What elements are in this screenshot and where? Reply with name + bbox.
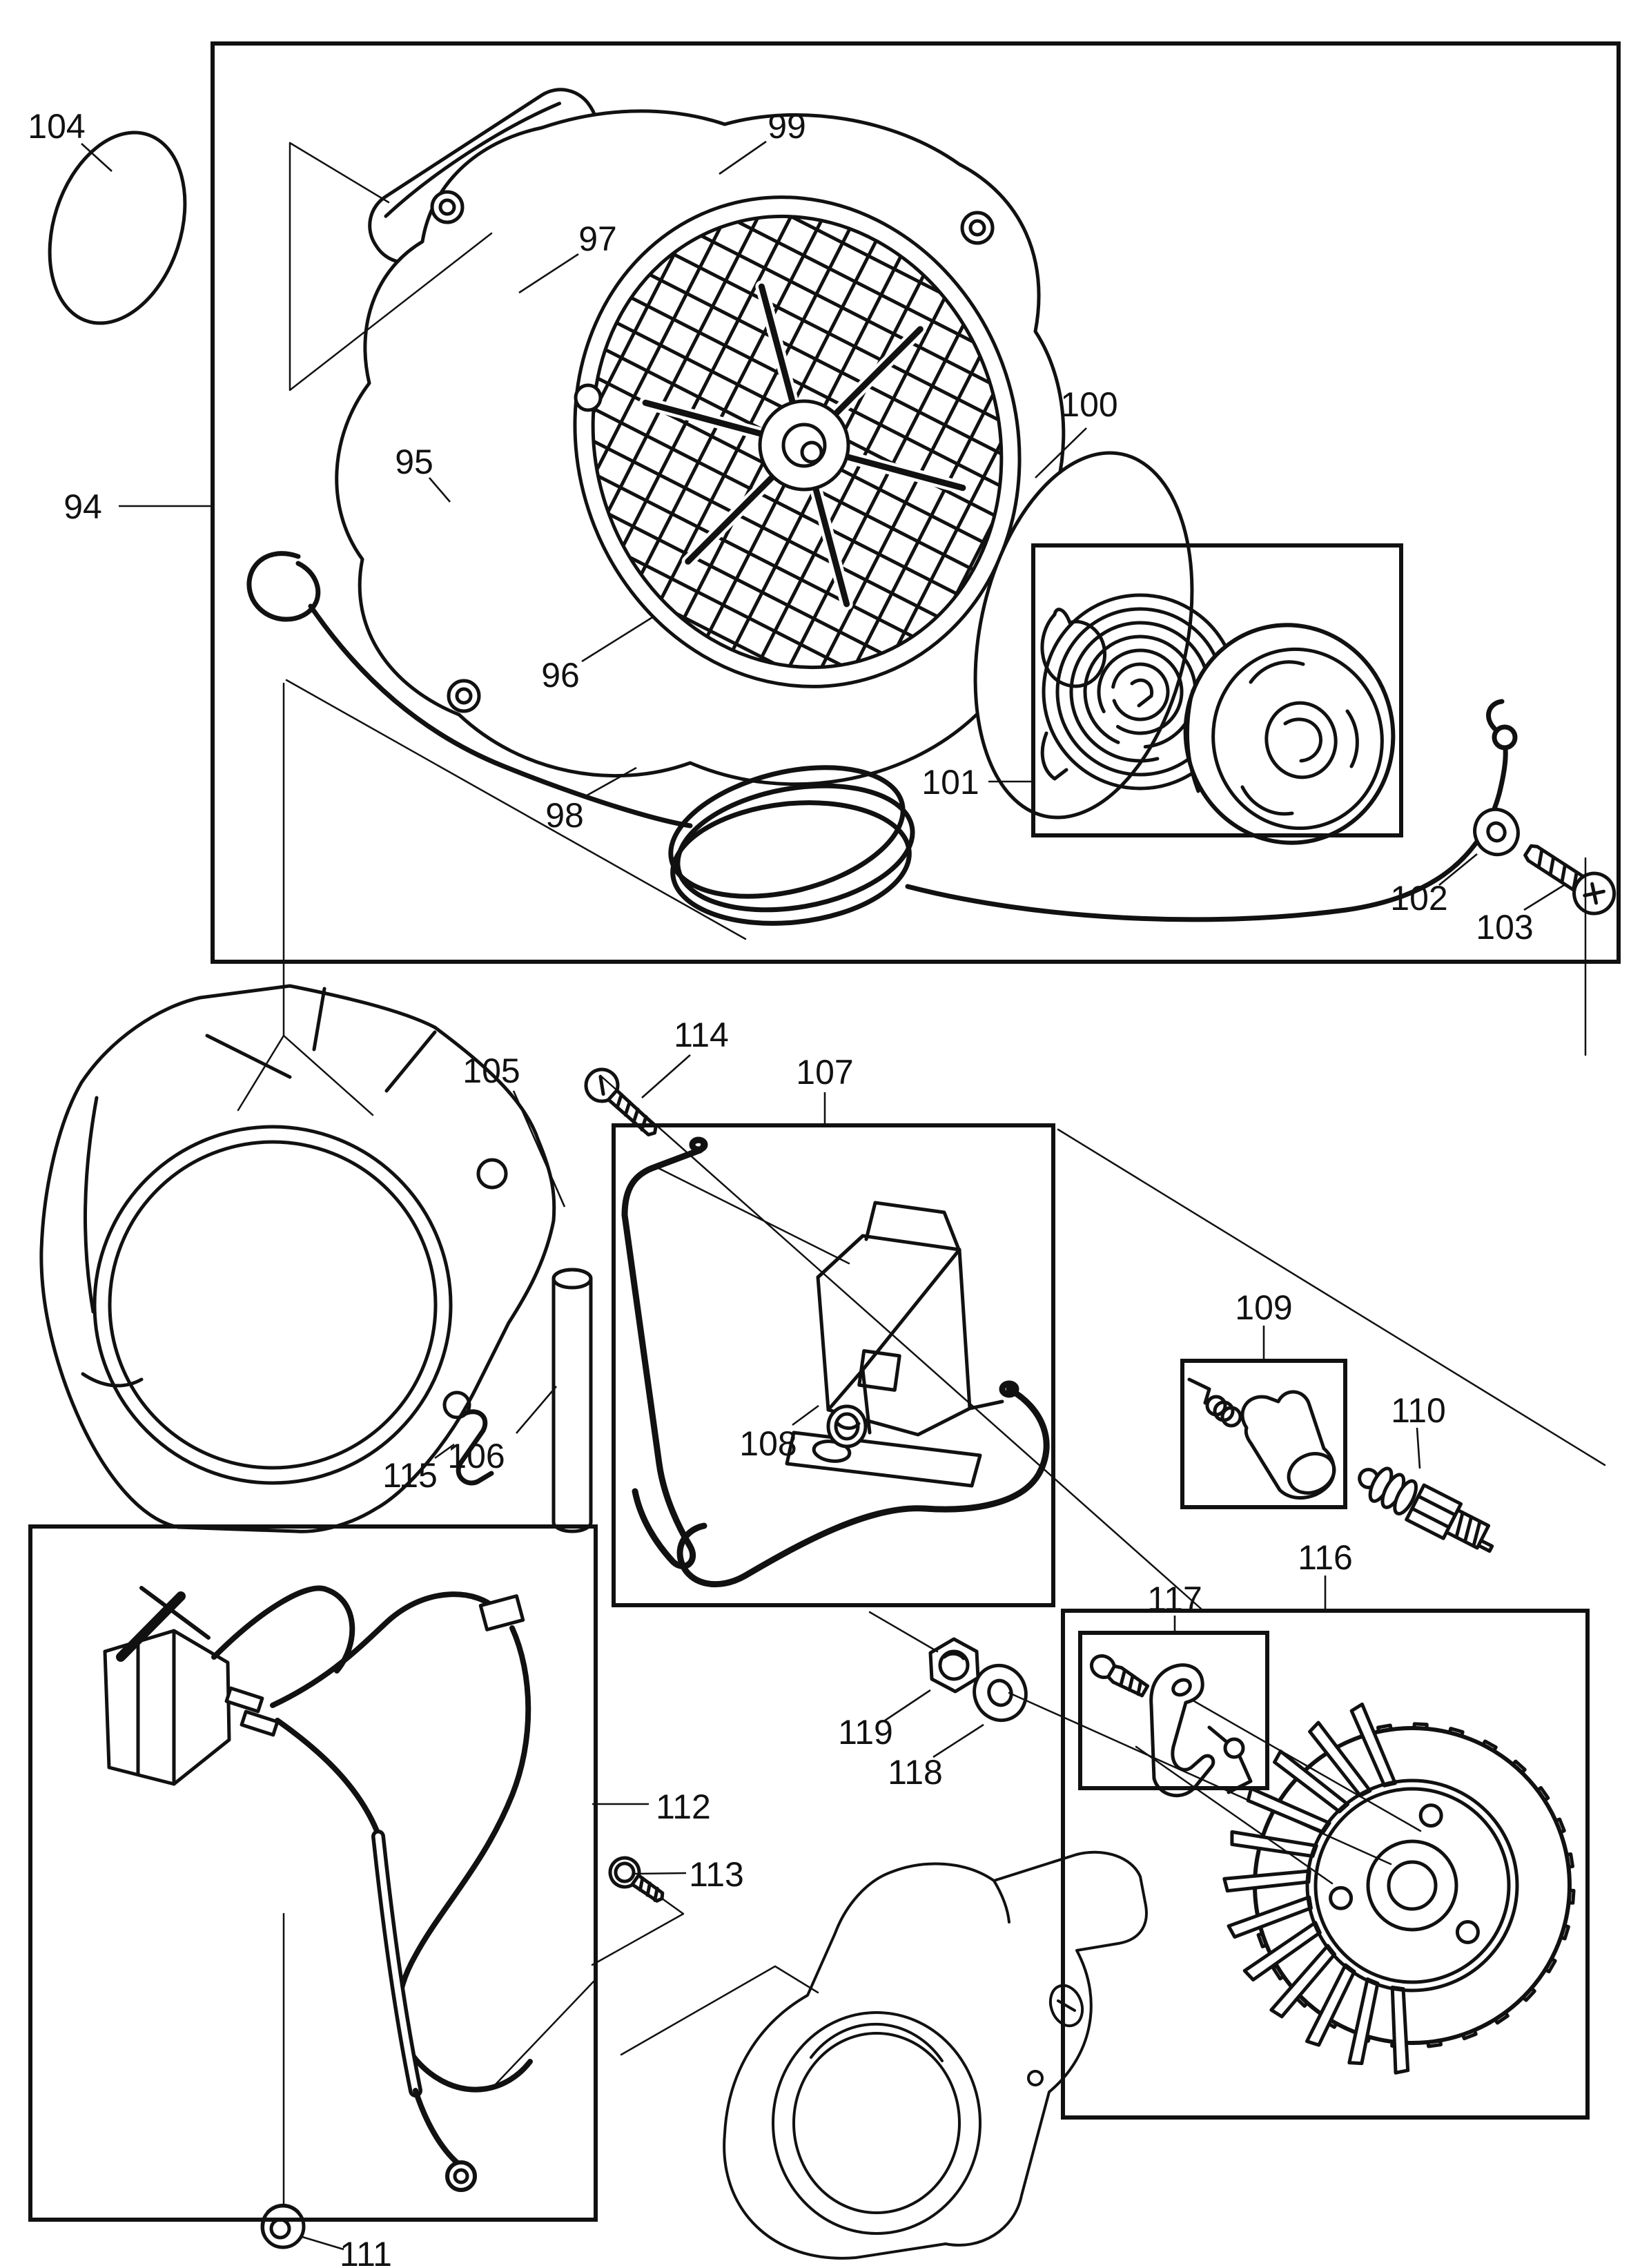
box-107-coil: [612, 1123, 1055, 1607]
leader-102: [1438, 853, 1478, 886]
part-label-100: 100: [1060, 385, 1117, 424]
part-106-pin: [551, 1268, 593, 1533]
leader-98: [583, 766, 637, 799]
part-105-fan-cover: [39, 984, 556, 1533]
part-118-washer: [973, 1663, 1028, 1723]
part-115-clip: [456, 1409, 494, 1486]
leader-99: [719, 140, 767, 175]
leader-103: [1523, 884, 1565, 911]
box-112-switch: [28, 1524, 598, 2222]
part-114-screw: [584, 1067, 658, 1137]
part-94-recoil-housing: [335, 109, 1066, 786]
callout-leader-lines: [81, 140, 1565, 2251]
part-label-99: 99: [768, 107, 806, 146]
part-label-113: 113: [689, 1855, 744, 1894]
part-104-oval-seal: [48, 130, 187, 325]
part-111-grommet: [260, 2203, 306, 2249]
part-103-screw: [1523, 844, 1617, 915]
part-110-spark-plug: [1358, 1466, 1494, 1553]
part-112-wires: [211, 1585, 533, 2192]
part-label-96: 96: [541, 656, 580, 695]
part-102-washer: [1473, 807, 1520, 857]
part-label-94: 94: [64, 487, 102, 526]
part-label-107: 107: [796, 1053, 853, 1092]
part-119-nut: [928, 1637, 980, 1694]
part-label-105: 105: [462, 1051, 520, 1090]
projection-lines: [237, 142, 1606, 2206]
part-label-111: 111: [340, 2235, 392, 2268]
leader-106: [516, 1386, 557, 1434]
box-109-cap: [1180, 1359, 1347, 1509]
part-label-117: 117: [1147, 1580, 1202, 1618]
part-label-119: 119: [838, 1713, 893, 1752]
part-label-106: 106: [447, 1437, 505, 1475]
crankcase-cover-reference: [723, 1850, 1148, 2260]
part-108-grommet: [826, 1404, 868, 1448]
leader-113: [634, 1872, 687, 1875]
part-label-116: 116: [1298, 1538, 1353, 1577]
callout-labels: 94 95 96 97 98 99 100 101 102 103 104 105 106 107 108 1…: [28, 107, 1533, 2268]
part-label-97: 97: [578, 220, 617, 258]
part-label-101: 101: [921, 763, 979, 802]
leader-108: [792, 1404, 819, 1426]
box-94-starter: [211, 41, 1621, 964]
part-98-starter-rope: [246, 551, 1518, 926]
leader-104: [81, 143, 113, 172]
leader-114: [641, 1054, 691, 1098]
part-101-rope-pulley: [1183, 623, 1396, 845]
part-107-ignition-coil: [785, 1201, 1004, 1488]
leader-100: [1035, 427, 1087, 478]
leader-97: [518, 253, 579, 294]
leader-96: [581, 615, 654, 663]
leader-111: [302, 2236, 344, 2251]
part-label-95: 95: [395, 443, 433, 481]
part-label-104: 104: [28, 107, 85, 146]
box-117-pawl: [1078, 1631, 1269, 1790]
leader-95: [429, 477, 451, 503]
leader-110: [1416, 1427, 1421, 1469]
part-label-108: 108: [739, 1424, 797, 1463]
part-107-wire-guard: [621, 1136, 1050, 1588]
leader-115: [434, 1443, 455, 1460]
part-109-plug-cap: [1187, 1377, 1336, 1500]
part-113-screw: [608, 1856, 665, 1903]
box-101-spring: [1031, 543, 1403, 837]
leader-119: [884, 1689, 931, 1722]
part-label-118: 118: [888, 1753, 943, 1792]
part-label-98: 98: [545, 796, 584, 835]
part-label-115: 115: [382, 1456, 438, 1495]
part-label-114: 114: [674, 1016, 729, 1054]
part-label-109: 109: [1235, 1288, 1292, 1327]
part-label-112: 112: [656, 1787, 711, 1826]
part-label-102: 102: [1390, 879, 1447, 918]
leader-118: [932, 1723, 984, 1758]
part-label-110: 110: [1391, 1391, 1446, 1430]
detail-boxes: [28, 41, 1621, 2222]
box-116-flywheel: [1061, 1609, 1590, 2120]
part-112-stop-switch: [103, 1586, 280, 1786]
part-117-pawl-set: [1089, 1654, 1253, 1798]
leader-105: [512, 1090, 566, 1208]
part-label-103: 103: [1476, 908, 1533, 947]
part-116-flywheel: [1222, 1702, 1576, 2075]
